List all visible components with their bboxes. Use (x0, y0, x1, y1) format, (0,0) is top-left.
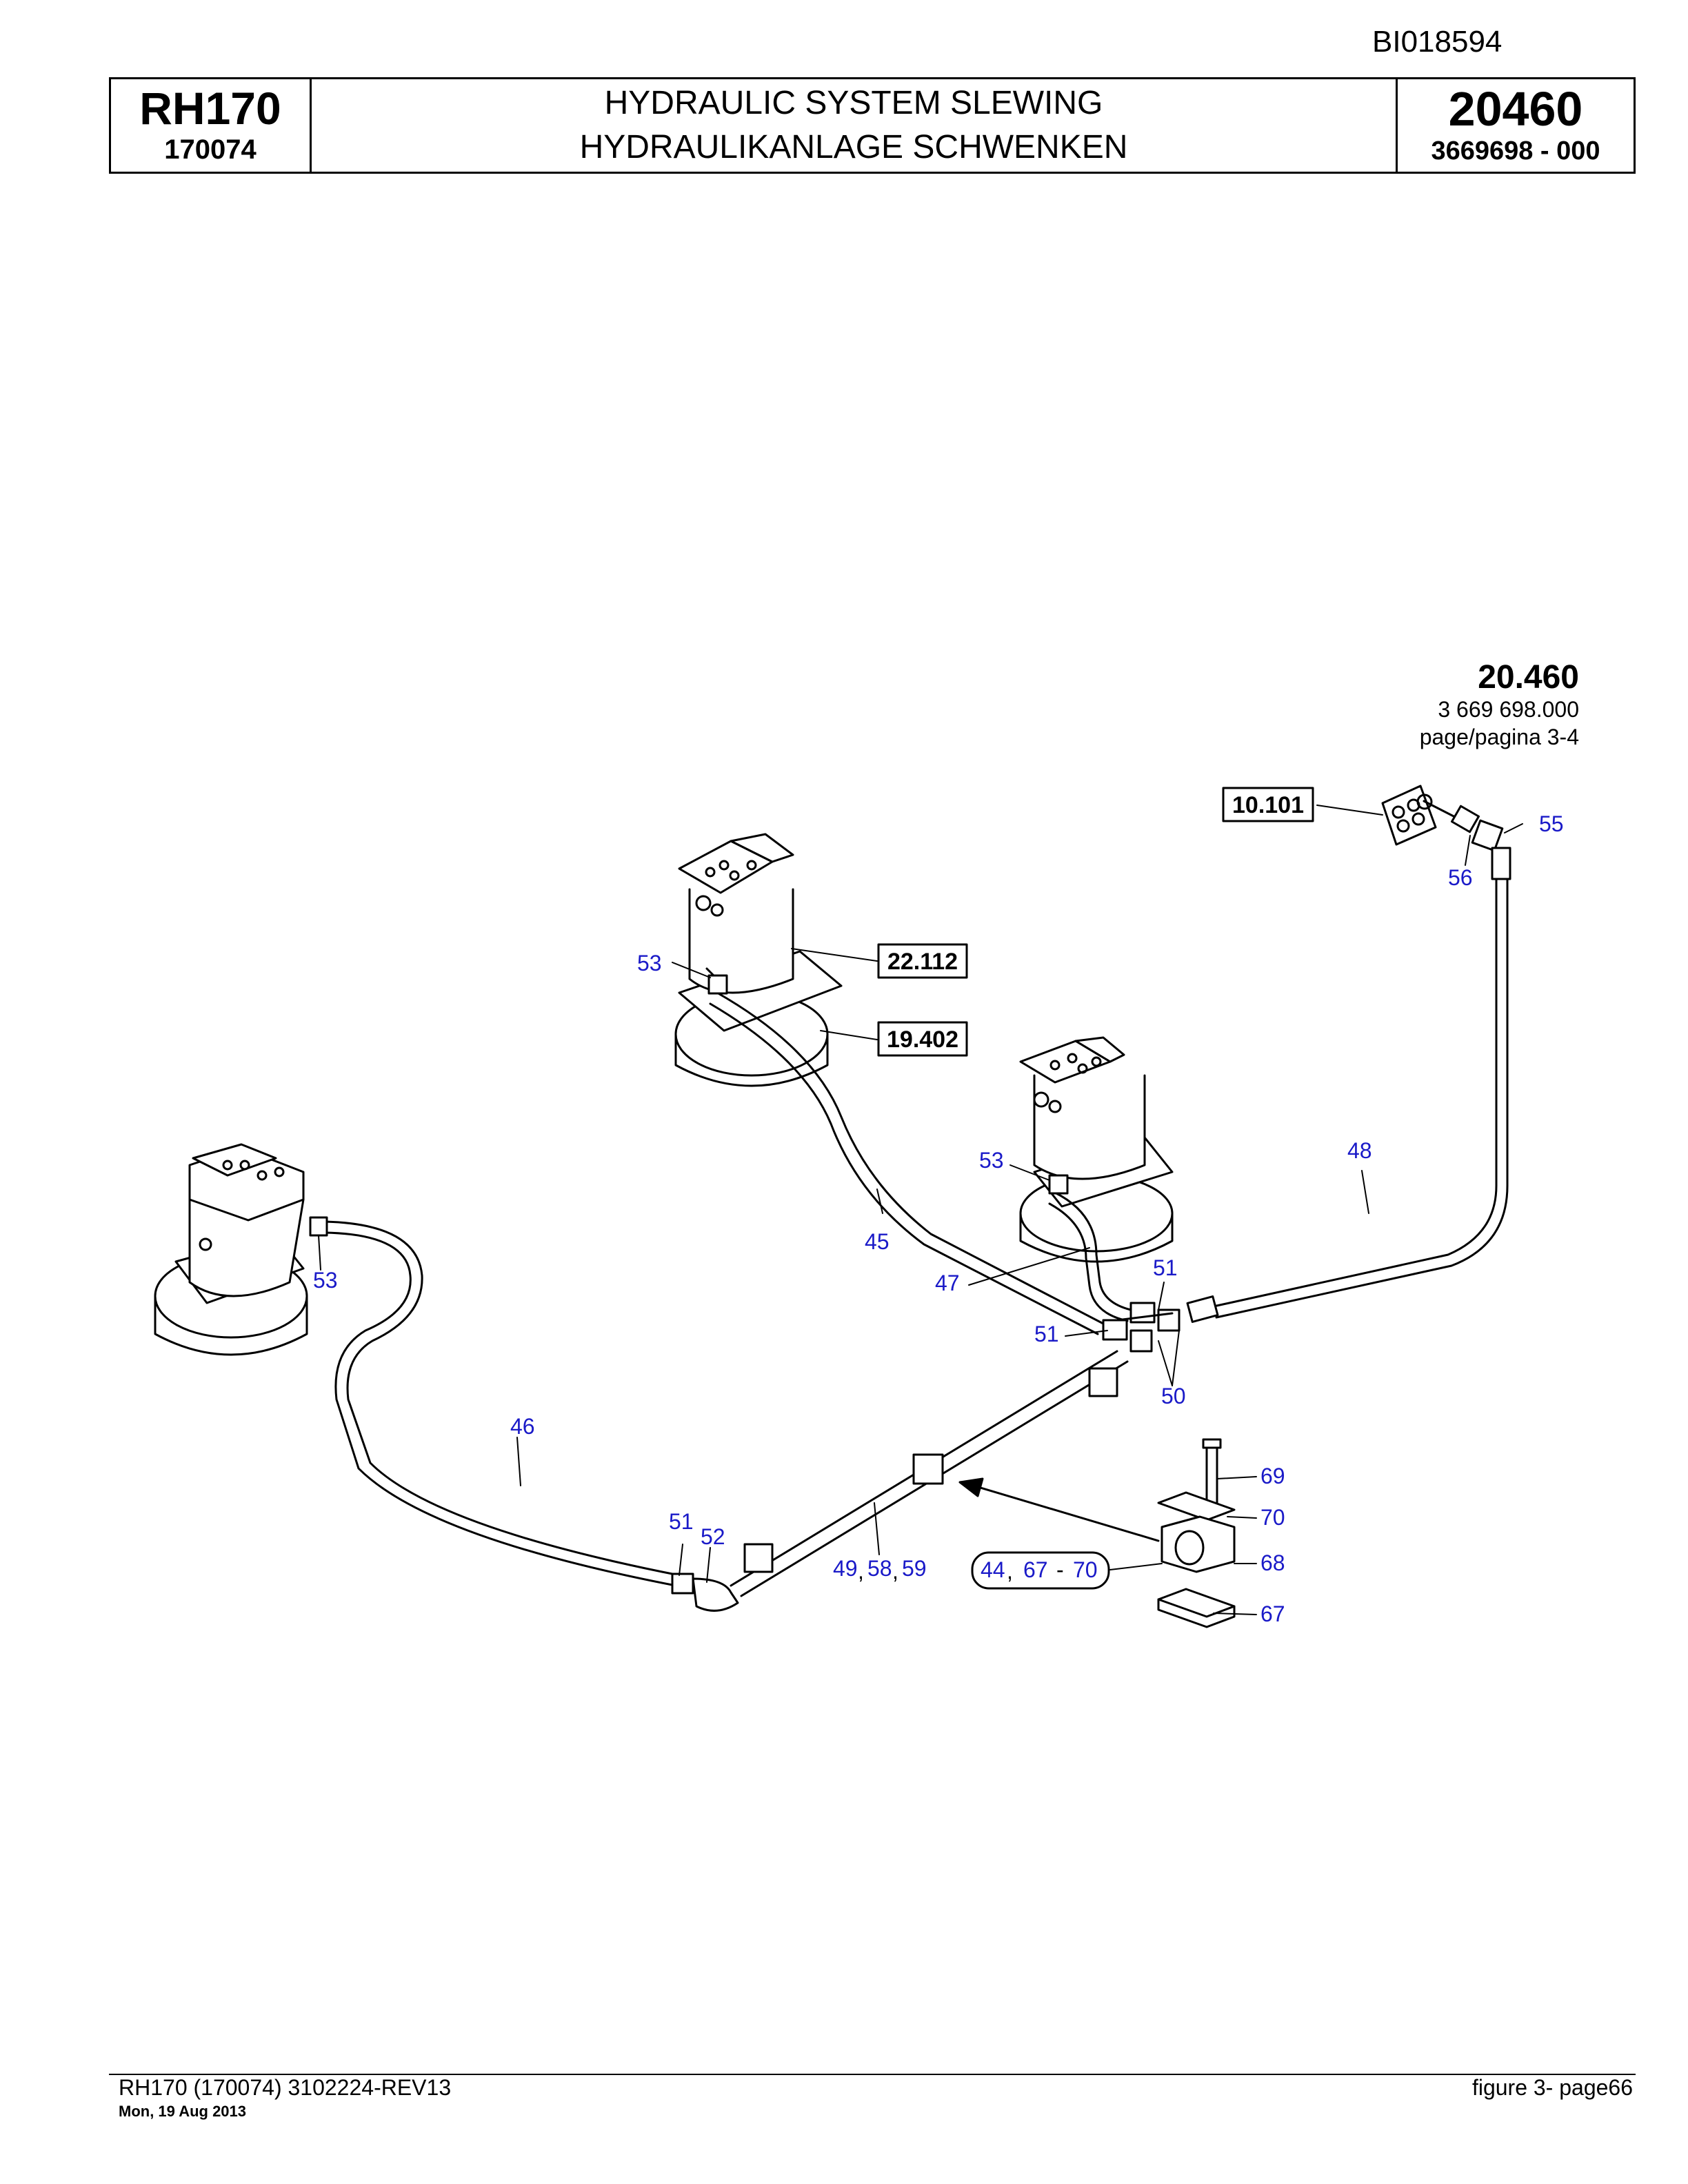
callout-69: 69 (1260, 1464, 1285, 1488)
callout-70: 70 (1260, 1505, 1285, 1530)
callout-67-range: 67 (1023, 1557, 1048, 1582)
range-dash: - (1056, 1557, 1064, 1582)
callout-56: 56 (1448, 865, 1473, 890)
callout-44: 44 (981, 1557, 1005, 1582)
diagram-part: 3 669 698.000 (1438, 697, 1579, 722)
ref-19402: 19.402 (887, 1027, 958, 1053)
callout-52: 52 (701, 1524, 725, 1549)
callout-48: 48 (1347, 1138, 1372, 1163)
callout-68: 68 (1260, 1550, 1285, 1575)
steel-pipe-49 (730, 1350, 1129, 1597)
ref-22112: 22.112 (887, 949, 958, 975)
separator-comma-1: , (858, 1559, 864, 1584)
separator-comma-2: , (892, 1559, 898, 1584)
slewing-motor-middle (1019, 1036, 1174, 1263)
diagram-number: 20.460 (1478, 659, 1579, 696)
model-cell: RH170 170074 (111, 79, 312, 172)
callout-59: 59 (902, 1556, 927, 1581)
diagram-page: page/pagina 3-4 (1420, 725, 1579, 749)
model-name: RH170 (139, 83, 281, 134)
callout-58: 58 (867, 1556, 892, 1581)
slewing-motor-upper (674, 833, 843, 1087)
hose-47 (1048, 1174, 1132, 1322)
clamp-assembly (1157, 1438, 1236, 1628)
document-id: BI018594 (1372, 25, 1503, 59)
callout-55: 55 (1539, 811, 1564, 836)
hose-45 (707, 974, 1105, 1335)
title-english: HYDRAULIC SYSTEM SLEWING (604, 85, 1103, 121)
callout-70-range: 70 (1073, 1557, 1098, 1582)
group-number: 20460 (1448, 82, 1583, 136)
hose-46 (309, 1216, 681, 1587)
slewing-motor-left (154, 1143, 308, 1356)
callout-51-right: 51 (1153, 1255, 1178, 1280)
footer-divider (109, 2074, 1636, 2075)
callout-46: 46 (510, 1414, 535, 1439)
callout-51-lower: 51 (669, 1509, 694, 1534)
serial-number: 170074 (164, 134, 257, 165)
ref-10101: 10.101 (1232, 792, 1304, 818)
callout-49: 49 (833, 1556, 858, 1581)
callout-50: 50 (1161, 1384, 1186, 1408)
callout-45: 45 (865, 1229, 890, 1254)
group-cell: 20460 3669698 - 000 (1396, 79, 1634, 172)
callout-47: 47 (935, 1271, 960, 1295)
title-cell: HYDRAULIC SYSTEM SLEWING HYDRAULIKANLAGE… (312, 79, 1396, 172)
hose-48 (1186, 878, 1509, 1323)
part-number: 3669698 - 000 (1431, 136, 1600, 165)
ref-box-19402 (877, 1021, 968, 1057)
callout-67: 67 (1260, 1601, 1285, 1626)
elbow-fitting (1423, 800, 1511, 880)
valve-plate (1381, 785, 1437, 846)
callout-53-upper: 53 (637, 951, 662, 975)
elbow-52 (671, 1573, 739, 1612)
ref-box-22112 (877, 943, 968, 979)
ref-box-10101 (1222, 787, 1314, 822)
callout-53-middle: 53 (979, 1148, 1004, 1173)
callout-51-mid: 51 (1034, 1322, 1059, 1346)
arrow-to-clamp (958, 1477, 1160, 1542)
title-german: HYDRAULIKANLAGE SCHWENKEN (579, 129, 1128, 165)
footer-revision: RH170 (170074) 3102224-REV13 (119, 2075, 452, 2100)
leader-lines (318, 805, 1523, 1615)
footer-date: Mon, 19 Aug 2013 (119, 2103, 247, 2120)
tee-fittings (1102, 1302, 1180, 1353)
separator-comma-3: , (1007, 1559, 1013, 1584)
title-block: RH170 170074 HYDRAULIC SYSTEM SLEWING HY… (109, 77, 1636, 174)
callout-53-left: 53 (313, 1268, 338, 1293)
ref-box-44-70 (971, 1551, 1110, 1590)
footer-page: figure 3- page66 (1471, 2075, 1633, 2100)
